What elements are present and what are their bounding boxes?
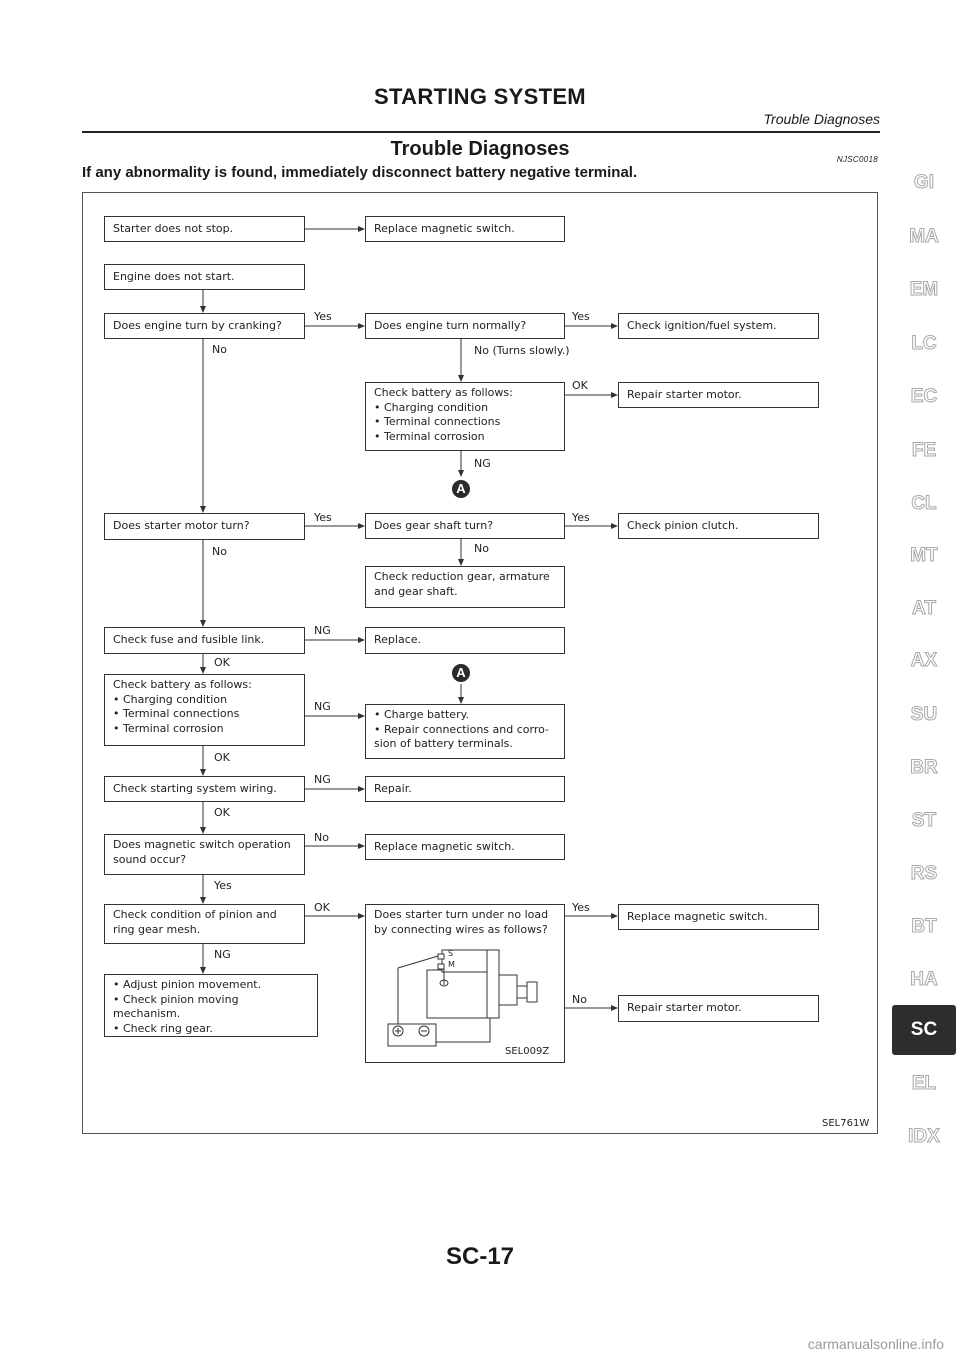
box-starter-motor-turn: Does starter motor turn? xyxy=(104,513,305,540)
label-no: No xyxy=(314,831,329,844)
box-replace: Replace. xyxy=(365,627,565,654)
label-yes: Yes xyxy=(572,901,590,914)
tab-ec[interactable]: EC xyxy=(910,386,938,408)
label-no: No xyxy=(474,542,489,555)
terminal-s-label: S xyxy=(448,949,454,958)
tab-el[interactable]: EL xyxy=(911,1073,937,1095)
terminal-m-label: M xyxy=(448,960,455,969)
tab-su[interactable]: SU xyxy=(910,704,938,726)
box-engine-turn-normally: Does engine turn normally? xyxy=(365,313,565,339)
label-ok: OK xyxy=(314,901,330,914)
label-ng: NG xyxy=(214,948,231,961)
watermark-text: carmanualsonline.info xyxy=(807,1336,944,1352)
section-code: NJSC0018 xyxy=(836,155,878,164)
label-yes: Yes xyxy=(572,511,590,524)
tab-st[interactable]: ST xyxy=(911,810,937,832)
label-no: No xyxy=(212,343,227,356)
tab-ax[interactable]: AX xyxy=(910,650,938,672)
label-ok: OK xyxy=(214,806,230,819)
tab-mt[interactable]: MT xyxy=(910,545,938,567)
box-starter-no-load: Does starter turn under no load by conne… xyxy=(365,904,565,1063)
tab-ma[interactable]: MA xyxy=(909,226,940,248)
tab-rs[interactable]: RS xyxy=(910,863,938,885)
illustration-code: SEL009Z xyxy=(505,1046,550,1057)
label-ng: NG xyxy=(314,773,331,786)
label-no: No xyxy=(572,993,587,1006)
box-check-battery-2: Check battery as follows: • Charging con… xyxy=(104,674,305,746)
connector-marker-a: A xyxy=(452,664,470,682)
box-repair-starter-motor-1: Repair starter motor. xyxy=(618,382,819,408)
box-adjust-pinion: • Adjust pinion movement. • Check pinion… xyxy=(104,974,318,1037)
box-starter-not-stop: Starter does not stop. xyxy=(104,216,305,242)
starter-motor-illustration xyxy=(387,949,538,1047)
tab-ha[interactable]: HA xyxy=(910,969,938,991)
box-check-battery-1: Check battery as follows: • Charging con… xyxy=(365,382,565,451)
box-charge-battery: • Charge battery. • Repair connections a… xyxy=(365,704,565,759)
box-engine-turn-cranking: Does engine turn by cranking? xyxy=(104,313,305,339)
page-number: SC-17 xyxy=(445,1243,515,1270)
flowchart-frame xyxy=(82,192,878,1134)
box-check-wiring: Check starting system wiring. xyxy=(104,776,305,802)
label-ok: OK xyxy=(214,656,230,669)
box-check-pinion-ring: Check condition of pinion and ring gear … xyxy=(104,904,305,944)
tab-sc[interactable]: SC xyxy=(892,1005,956,1055)
label-ok: OK xyxy=(214,751,230,764)
figure-code: SEL761W xyxy=(822,1118,870,1129)
tab-gi[interactable]: GI xyxy=(913,172,935,194)
tab-idx[interactable]: IDX xyxy=(908,1126,941,1148)
label-no-turns-slowly: No (Turns slowly.) xyxy=(474,344,570,357)
box-replace-magnetic-switch-2: Replace magnetic switch. xyxy=(365,834,565,860)
label-ok: OK xyxy=(572,379,588,392)
label-ng: NG xyxy=(314,700,331,713)
tab-br[interactable]: BR xyxy=(910,757,938,779)
box-check-fuse: Check fuse and fusible link. xyxy=(104,627,305,654)
label-ng: NG xyxy=(314,624,331,637)
warning-text: If any abnormality is found, immediately… xyxy=(82,164,638,181)
header-subtitle: Trouble Diagnoses xyxy=(763,111,880,127)
box-check-pinion-clutch: Check pinion clutch. xyxy=(618,513,819,539)
section-tabs: GI MA EM LC EC FE CL MT AT AX SU BR ST R… xyxy=(886,0,960,1358)
connector-marker-a: A xyxy=(452,480,470,498)
label-yes: Yes xyxy=(214,879,232,892)
box-repair-starter-motor-2: Repair starter motor. xyxy=(618,995,819,1022)
tab-em[interactable]: EM xyxy=(909,279,939,301)
tab-fe[interactable]: FE xyxy=(911,440,937,462)
label-yes: Yes xyxy=(314,511,332,524)
tab-bt[interactable]: BT xyxy=(911,916,937,938)
tab-lc[interactable]: LC xyxy=(911,333,937,355)
box-replace-magnetic-switch-1: Replace magnetic switch. xyxy=(365,216,565,242)
box-magnetic-switch-sound: Does magnetic switch operation sound occ… xyxy=(104,834,305,875)
box-engine-not-start: Engine does not start. xyxy=(104,264,305,290)
header-section-title: STARTING SYSTEM xyxy=(374,84,586,109)
box-replace-magnetic-switch-3: Replace magnetic switch. xyxy=(618,904,819,930)
section-title: Trouble Diagnoses xyxy=(390,138,570,160)
label-ng: NG xyxy=(474,457,491,470)
box-repair: Repair. xyxy=(365,776,565,802)
box-check-ignition-fuel: Check ignition/fuel system. xyxy=(618,313,819,339)
label-no: No xyxy=(212,545,227,558)
tab-cl[interactable]: CL xyxy=(911,493,937,515)
header-rule xyxy=(82,131,880,133)
label-yes: Yes xyxy=(572,310,590,323)
label-yes: Yes xyxy=(314,310,332,323)
box-check-reduction-gear: Check reduction gear, armature and gear … xyxy=(365,566,565,608)
tab-at[interactable]: AT xyxy=(912,598,937,620)
box-gear-shaft-turn: Does gear shaft turn? xyxy=(365,513,565,539)
